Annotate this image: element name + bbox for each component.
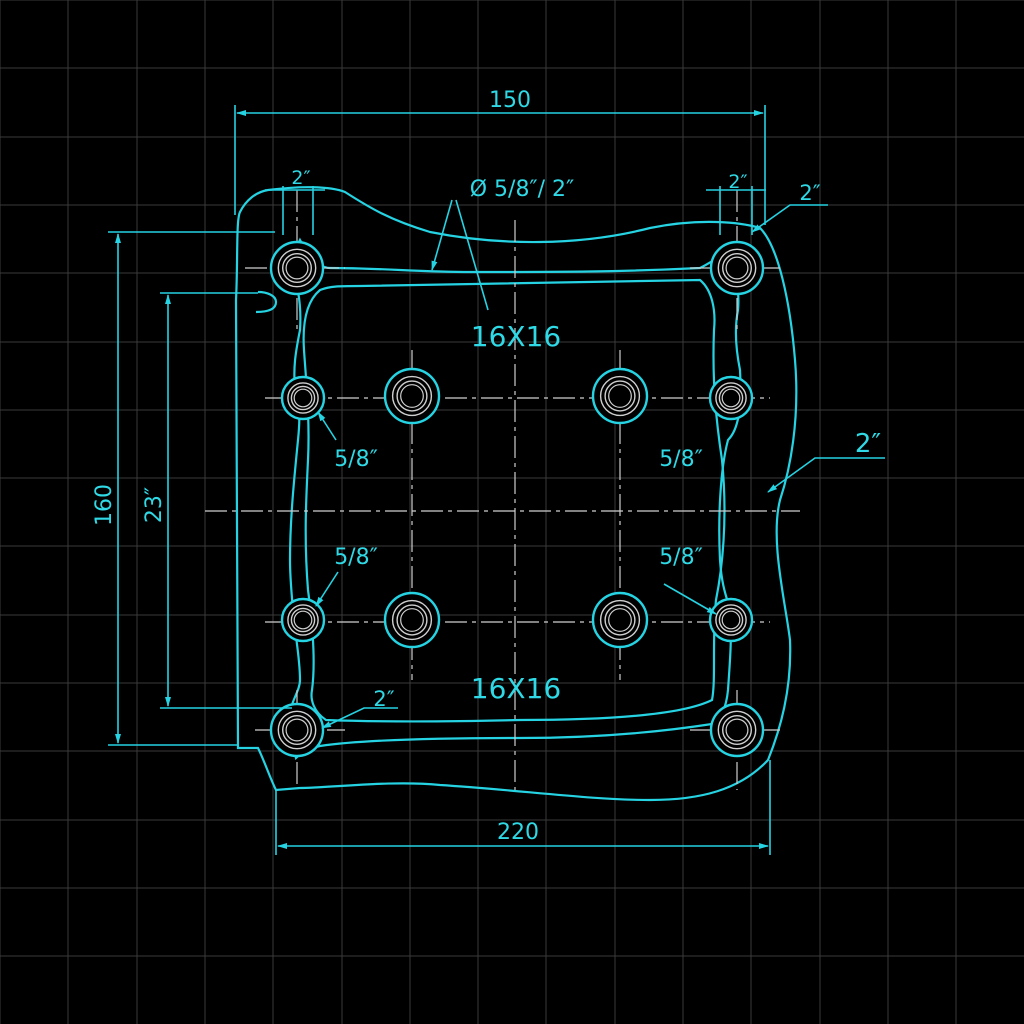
dim-text-left-inner-height: 23″ bbox=[142, 487, 167, 523]
leader-hole-spec-b bbox=[455, 199, 489, 311]
hole-inner-lower-left-ring bbox=[391, 599, 433, 641]
dim-text-top-width: 150 bbox=[489, 88, 531, 113]
hole-inner-lower-right-ring bbox=[604, 604, 636, 636]
dim-text-bottom-width: 220 bbox=[497, 820, 539, 845]
plate-outer-contour bbox=[234, 186, 798, 802]
leader-right-edge bbox=[767, 457, 885, 493]
hole-right-upper bbox=[708, 375, 754, 421]
hole-inner-lower-left-ring bbox=[400, 608, 424, 632]
hole-inner-lower-right bbox=[591, 591, 649, 649]
hole-left-lower-ring bbox=[290, 607, 316, 633]
hole-top-left-ring bbox=[282, 252, 313, 283]
leader-bottom-left-hole bbox=[321, 707, 398, 729]
hole-bottom-right-ring bbox=[722, 715, 753, 746]
hole-bottom-left-ring bbox=[285, 718, 309, 742]
leader-hole-left-lower bbox=[315, 571, 339, 607]
callout-hole-right-upper: 5/8″ bbox=[659, 447, 703, 472]
hole-inner-upper-right-ring bbox=[599, 375, 641, 417]
callout-bottom-left-hole: 2″ bbox=[373, 687, 394, 711]
leader-hole-left-upper bbox=[317, 411, 337, 441]
hole-top-left-ring bbox=[277, 248, 317, 288]
hole-left-upper bbox=[280, 375, 326, 421]
hole-bottom-left bbox=[269, 702, 325, 758]
hole-inner-lower-left bbox=[383, 591, 441, 649]
hole-bottom-left-ring bbox=[282, 715, 313, 746]
hole-inner-lower-left-ring bbox=[396, 604, 428, 636]
hole-left-lower bbox=[280, 597, 326, 643]
hole-inner-upper-left bbox=[383, 367, 441, 425]
dim-text-left-outer-height: 160 bbox=[92, 484, 117, 526]
hole-top-left bbox=[269, 240, 325, 296]
leader-hole-right-lower bbox=[663, 583, 717, 615]
hole-inner-upper-right-ring bbox=[608, 384, 632, 408]
left-notch bbox=[255, 290, 278, 314]
label-grid-bottom: 16X16 bbox=[471, 672, 561, 705]
hole-left-upper-ring bbox=[290, 385, 316, 411]
hole-inner-upper-right bbox=[591, 367, 649, 425]
hole-right-lower-ring bbox=[715, 604, 747, 636]
hole-inner-upper-left-ring bbox=[391, 375, 433, 417]
hole-left-upper-ring bbox=[293, 388, 313, 408]
hole-right-lower-ring bbox=[718, 607, 744, 633]
hole-inner-upper-left-ring bbox=[396, 380, 428, 412]
hole-top-right-ring bbox=[725, 256, 749, 280]
hole-bottom-left-ring bbox=[277, 710, 317, 750]
hole-top-right bbox=[709, 240, 765, 296]
dim-text-right-edge: 2″ bbox=[855, 429, 882, 459]
hole-right-lower-ring bbox=[721, 610, 741, 630]
hole-right-upper-ring bbox=[718, 385, 744, 411]
callout-hole-left-upper: 5/8″ bbox=[334, 447, 378, 472]
label-grid-top: 16X16 bbox=[471, 320, 561, 353]
hole-inner-lower-right-ring bbox=[608, 608, 632, 632]
hole-inner-upper-left-ring bbox=[400, 384, 424, 408]
callout-hole-left-lower: 5/8″ bbox=[334, 545, 378, 570]
dimension-text: 150 220 160 23″ 2″ 2″ 2″ 2″ Ø 5/8″/ 2″ 2… bbox=[92, 88, 881, 845]
leader-top-right-corner bbox=[751, 204, 828, 233]
plate-inner-recess bbox=[302, 278, 726, 723]
hole-top-left-ring bbox=[285, 256, 309, 280]
leader-hole-spec-a bbox=[431, 199, 453, 271]
hole-bottom-right bbox=[709, 702, 765, 758]
callout-hole-right-lower: 5/8″ bbox=[659, 545, 703, 570]
hole-bottom-right-ring bbox=[717, 710, 757, 750]
callout-hole-spec: Ø 5/8″/ 2″ bbox=[470, 177, 575, 202]
hole-left-lower-ring bbox=[293, 610, 313, 630]
hole-right-upper-ring bbox=[721, 388, 741, 408]
hole-inner-upper-right-ring bbox=[604, 380, 636, 412]
bolt-holes bbox=[269, 240, 765, 758]
callout-tl-hole-width: 2″ bbox=[291, 167, 310, 189]
hole-inner-lower-right-ring bbox=[599, 599, 641, 641]
dimension-lines bbox=[108, 105, 885, 855]
hole-top-right-ring bbox=[717, 248, 757, 288]
hole-right-lower bbox=[708, 597, 754, 643]
hole-top-right-ring bbox=[722, 252, 753, 283]
callout-tr-hole-width: 2″ bbox=[728, 171, 747, 193]
hole-right-upper-ring bbox=[715, 382, 747, 414]
hole-left-upper-ring bbox=[287, 382, 319, 414]
callout-tr-corner: 2″ bbox=[799, 181, 820, 205]
hole-left-lower-ring bbox=[287, 604, 319, 636]
hole-bottom-right-ring bbox=[725, 718, 749, 742]
